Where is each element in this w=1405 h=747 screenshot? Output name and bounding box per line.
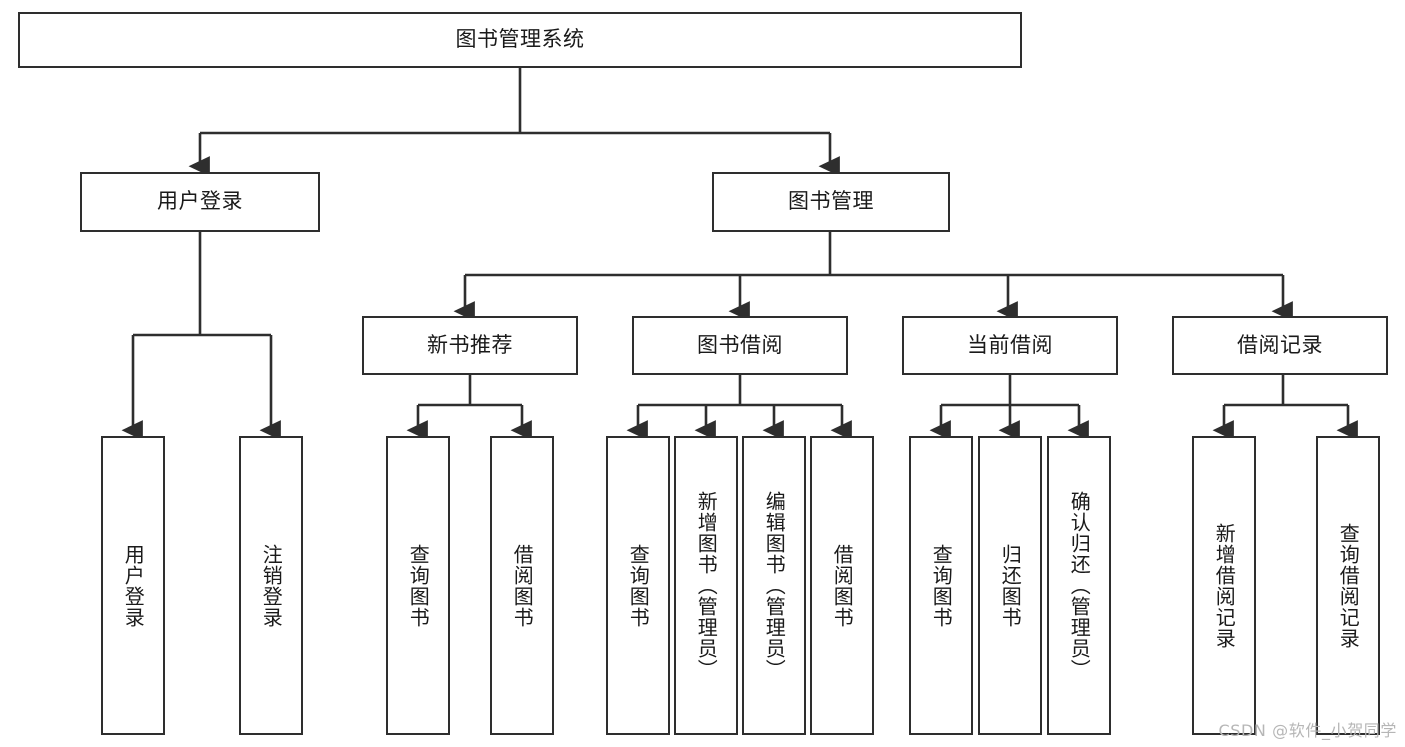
node-leaf-br-query-record[interactable]: 查询借阅记录: [1316, 436, 1380, 735]
node-leaf-bb-borrow-book[interactable]: 借阅图书: [810, 436, 874, 735]
node-current-borrow-label: 当前借阅: [967, 332, 1053, 357]
node-leaf-cb-return-book[interactable]: 归还图书: [978, 436, 1042, 735]
node-leaf-cb-confirm-return[interactable]: 确认归还（管理员）: [1047, 436, 1111, 735]
watermark-text: CSDN @软件_小贺同学: [1218, 721, 1397, 740]
node-root-system[interactable]: 图书管理系统: [18, 12, 1022, 68]
node-leaf-rec-query-book-label: 查询图书: [406, 543, 431, 628]
node-borrow-record-label: 借阅记录: [1237, 332, 1323, 357]
node-leaf-rec-borrow-book[interactable]: 借阅图书: [490, 436, 554, 735]
node-user-login[interactable]: 用户登录: [80, 172, 320, 232]
node-new-book-recommend[interactable]: 新书推荐: [362, 316, 578, 375]
node-leaf-bb-add-book[interactable]: 新增图书（管理员）: [674, 436, 738, 735]
node-leaf-bb-add-book-label: 新增图书（管理员）: [694, 491, 719, 680]
node-book-borrow[interactable]: 图书借阅: [632, 316, 848, 375]
node-user-login-label: 用户登录: [157, 189, 243, 214]
node-leaf-user-logout-label: 注销登录: [259, 543, 284, 628]
node-leaf-br-add-record-label: 新增借阅记录: [1212, 522, 1237, 649]
node-leaf-bb-borrow-book-label: 借阅图书: [830, 543, 855, 628]
node-leaf-cb-return-book-label: 归还图书: [998, 543, 1023, 628]
node-leaf-bb-query-book-label: 查询图书: [626, 543, 651, 628]
node-book-borrow-label: 图书借阅: [697, 332, 783, 357]
node-leaf-user-logout[interactable]: 注销登录: [239, 436, 303, 735]
node-leaf-user-login[interactable]: 用户登录: [101, 436, 165, 735]
node-leaf-bb-query-book[interactable]: 查询图书: [606, 436, 670, 735]
node-leaf-user-login-label: 用户登录: [121, 543, 146, 628]
node-leaf-rec-query-book[interactable]: 查询图书: [386, 436, 450, 735]
node-current-borrow[interactable]: 当前借阅: [902, 316, 1118, 375]
node-leaf-cb-confirm-return-label: 确认归还（管理员）: [1067, 491, 1092, 680]
node-book-manage-label: 图书管理: [788, 189, 874, 214]
node-leaf-br-add-record[interactable]: 新增借阅记录: [1192, 436, 1256, 735]
node-leaf-rec-borrow-book-label: 借阅图书: [510, 543, 535, 628]
node-leaf-br-query-record-label: 查询借阅记录: [1336, 522, 1361, 649]
node-root-system-label: 图书管理系统: [455, 27, 585, 52]
node-new-book-recommend-label: 新书推荐: [427, 332, 513, 357]
node-leaf-cb-query-book-label: 查询图书: [929, 543, 954, 628]
node-borrow-record[interactable]: 借阅记录: [1172, 316, 1388, 375]
node-leaf-bb-edit-book[interactable]: 编辑图书（管理员）: [742, 436, 806, 735]
node-book-manage[interactable]: 图书管理: [712, 172, 950, 232]
node-leaf-bb-edit-book-label: 编辑图书（管理员）: [762, 491, 787, 680]
node-leaf-cb-query-book[interactable]: 查询图书: [909, 436, 973, 735]
